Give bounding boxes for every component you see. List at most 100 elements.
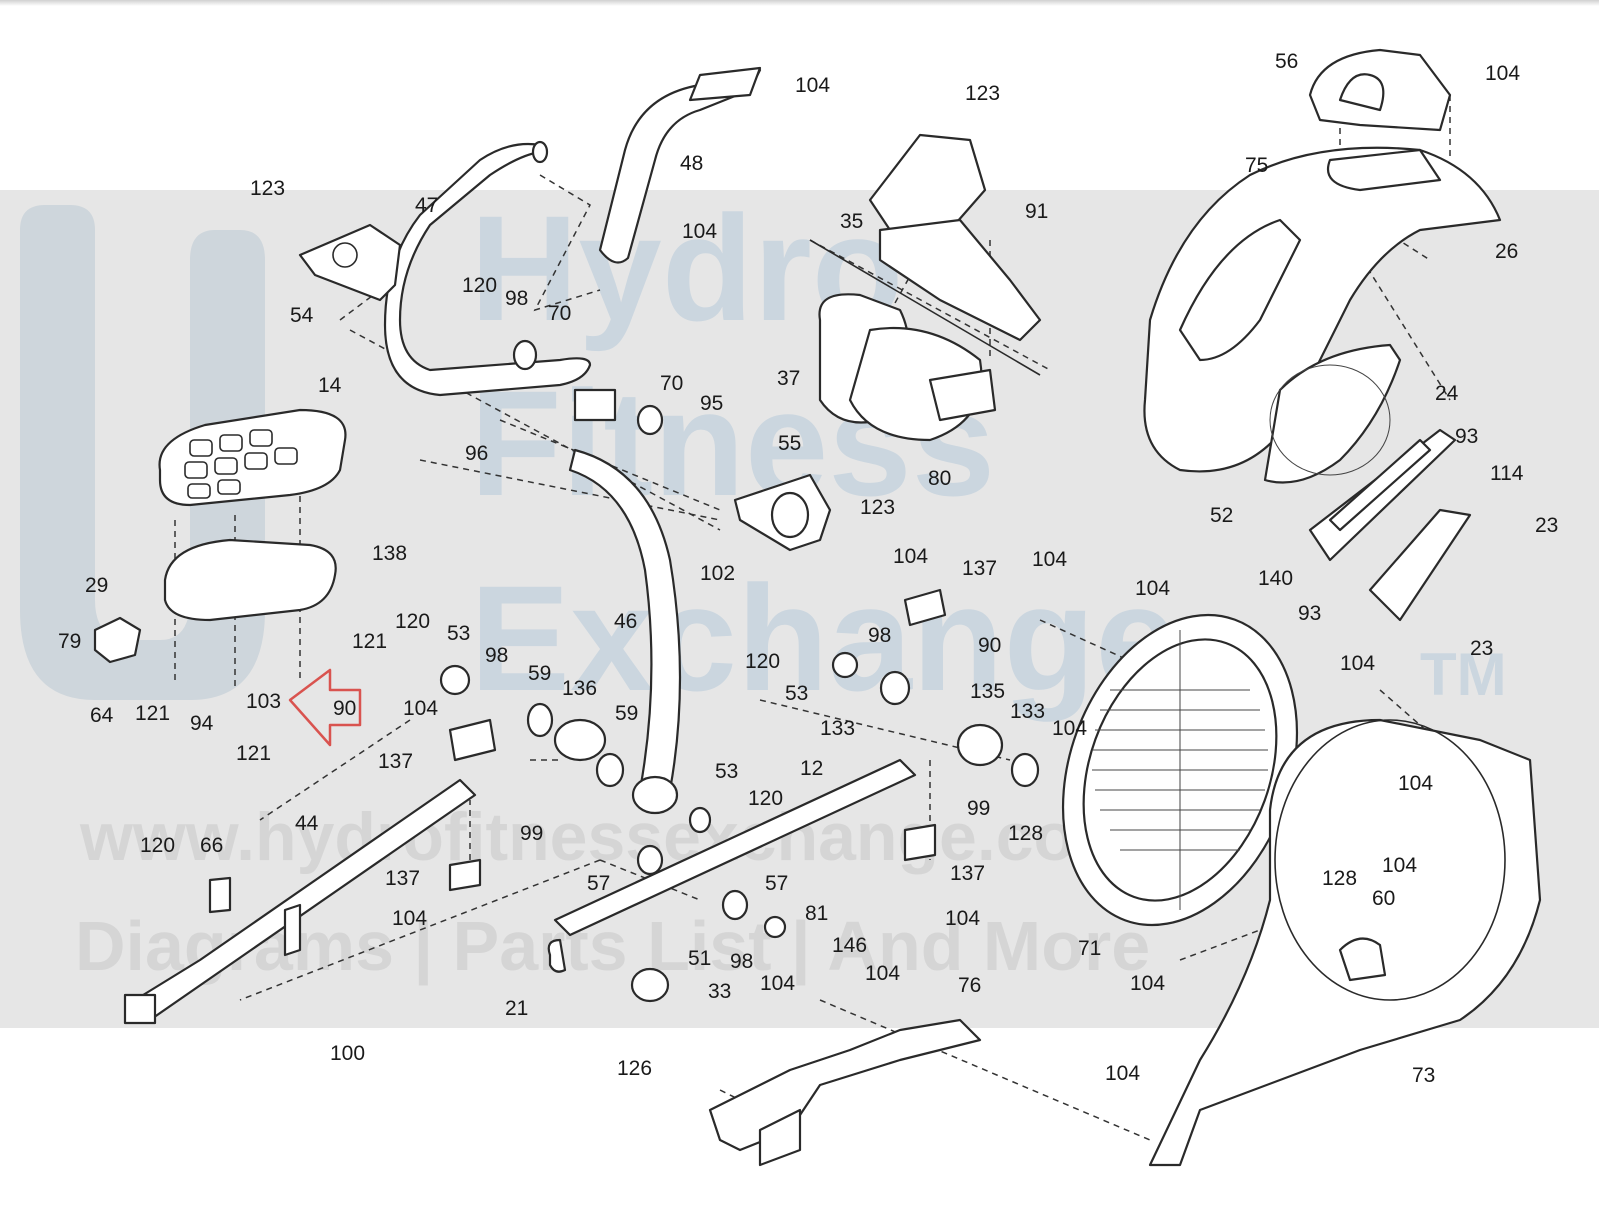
- callout-104: 104: [1105, 1062, 1140, 1085]
- shroud-parts: [1143, 48, 1502, 473]
- callout-137: 137: [962, 557, 997, 580]
- callout-138: 138: [372, 542, 407, 565]
- callout-75: 75: [1245, 154, 1268, 177]
- callout-98: 98: [505, 287, 528, 310]
- callout-66: 66: [200, 834, 223, 857]
- callout-29: 29: [85, 574, 108, 597]
- callout-104: 104: [1485, 62, 1520, 85]
- callout-98: 98: [868, 624, 891, 647]
- callout-90: 90: [333, 697, 356, 720]
- highlight-arrow-icon: [288, 668, 362, 747]
- callout-53: 53: [715, 760, 738, 783]
- callout-104: 104: [1340, 652, 1375, 675]
- callout-57: 57: [765, 872, 788, 895]
- callout-60: 60: [1372, 887, 1395, 910]
- callout-91: 91: [1025, 200, 1048, 223]
- callout-104: 104: [1130, 972, 1165, 995]
- callout-23: 23: [1470, 637, 1493, 660]
- callout-104: 104: [392, 907, 427, 930]
- callout-104: 104: [1135, 577, 1170, 600]
- callout-100: 100: [330, 1042, 365, 1065]
- callout-70: 70: [660, 372, 683, 395]
- callout-104: 104: [945, 907, 980, 930]
- callout-120: 120: [462, 274, 497, 297]
- handlebar-part: [383, 140, 592, 397]
- callout-46: 46: [614, 610, 637, 633]
- main-shroud-part: [1148, 718, 1542, 1167]
- callout-81: 81: [805, 902, 828, 925]
- callout-64: 64: [90, 704, 114, 727]
- callout-146: 146: [832, 934, 867, 957]
- callout-76: 76: [958, 974, 981, 997]
- callout-93: 93: [1455, 425, 1478, 448]
- callout-94: 94: [190, 712, 214, 735]
- callout-99: 99: [967, 797, 990, 820]
- callout-123: 123: [860, 496, 895, 519]
- callout-37: 37: [777, 367, 800, 390]
- callout-137: 137: [385, 867, 420, 890]
- watermark-trademark: TM: [1420, 641, 1507, 708]
- callout-90: 90: [978, 634, 1001, 657]
- callout-135: 135: [970, 680, 1005, 703]
- callout-123: 123: [250, 177, 285, 200]
- base-part: [708, 1018, 982, 1167]
- callout-121: 121: [352, 630, 387, 653]
- callout-23: 23: [1535, 514, 1558, 537]
- callout-96: 96: [465, 442, 488, 465]
- callout-26: 26: [1495, 240, 1518, 263]
- callout-123: 123: [965, 82, 1000, 105]
- pedal-cap-part: [93, 616, 142, 664]
- callout-128: 128: [1008, 822, 1043, 845]
- callout-57: 57: [587, 872, 610, 895]
- callout-104: 104: [1032, 548, 1067, 571]
- callout-14: 14: [318, 374, 342, 397]
- callout-21: 21: [505, 997, 528, 1020]
- callout-120: 120: [395, 610, 430, 633]
- callout-104: 104: [403, 697, 438, 720]
- callout-121: 121: [135, 702, 170, 725]
- rail-parts: [123, 758, 917, 1025]
- lower-arm-part: [568, 388, 682, 815]
- callout-137: 137: [378, 750, 413, 773]
- callout-104: 104: [1398, 772, 1433, 795]
- callout-52: 52: [1210, 504, 1233, 527]
- callout-104: 104: [865, 962, 900, 985]
- callout-140: 140: [1258, 567, 1293, 590]
- watermark-url: www.hydrofitnessexchange.com: [79, 799, 1136, 875]
- callout-133: 133: [820, 717, 855, 740]
- callout-71: 71: [1078, 937, 1101, 960]
- callout-labels: 104 48 104 47 123 54 120 98 70 14 70 95 …: [58, 50, 1558, 1087]
- watermark-brand-line3: Exchange: [470, 554, 1179, 722]
- callout-114: 114: [1490, 462, 1524, 485]
- callout-55: 55: [778, 432, 801, 455]
- callout-136: 136: [562, 677, 597, 700]
- callout-33: 33: [708, 980, 731, 1003]
- callout-48: 48: [680, 152, 703, 175]
- callout-103: 103: [246, 690, 281, 713]
- fan-cover-parts: [1263, 343, 1472, 622]
- callout-73: 73: [1412, 1064, 1435, 1087]
- callout-24: 24: [1435, 382, 1459, 405]
- callout-47: 47: [415, 194, 438, 217]
- callout-51: 51: [688, 947, 711, 970]
- callout-121: 121: [236, 742, 271, 765]
- callout-104: 104: [795, 74, 830, 97]
- pedal-plate-part: [163, 538, 337, 622]
- callout-54: 54: [290, 304, 314, 327]
- callout-104: 104: [893, 545, 928, 568]
- callout-98: 98: [730, 950, 753, 973]
- callout-35: 35: [840, 210, 863, 233]
- callout-104: 104: [1052, 717, 1087, 740]
- callout-93: 93: [1298, 602, 1321, 625]
- callout-53: 53: [447, 622, 470, 645]
- callout-12: 12: [800, 757, 823, 780]
- callout-95: 95: [700, 392, 723, 415]
- callout-104: 104: [760, 972, 795, 995]
- callout-98: 98: [485, 644, 508, 667]
- upper-arm-part: [598, 66, 762, 264]
- callout-59: 59: [615, 702, 638, 725]
- callout-102: 102: [700, 562, 735, 585]
- callout-44: 44: [295, 812, 319, 835]
